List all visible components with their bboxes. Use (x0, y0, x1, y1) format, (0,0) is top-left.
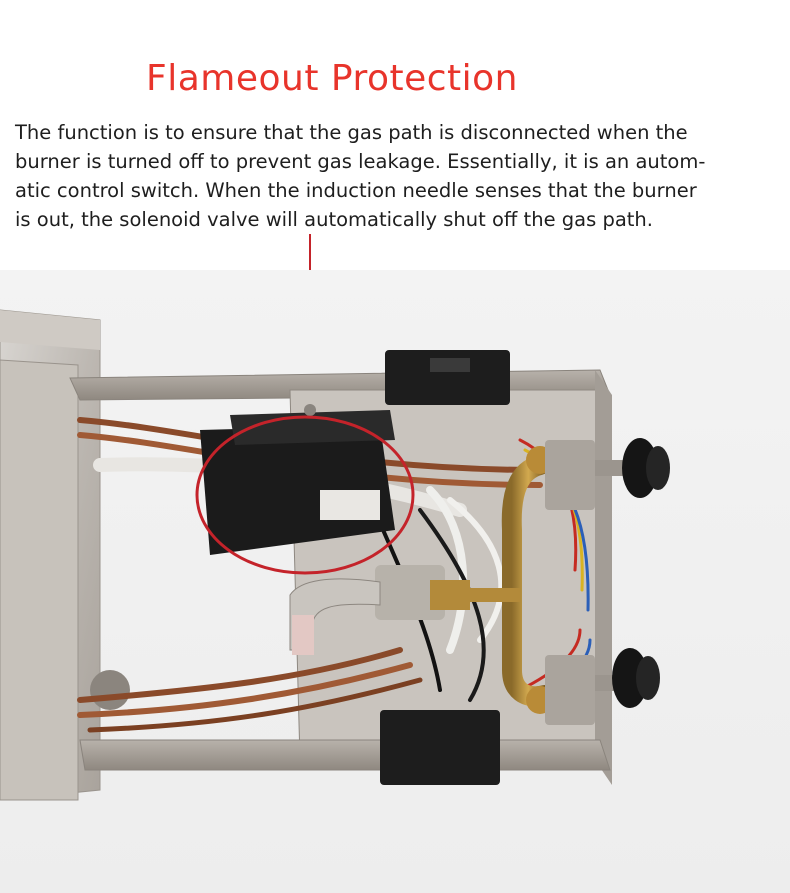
valve-pipe (460, 588, 520, 602)
knob-top-cap (646, 446, 670, 490)
manifold-upper (501, 455, 555, 707)
burner-valve-bottom (545, 655, 595, 725)
ignition-controller (200, 404, 395, 555)
burner-assembly-illustration (0, 270, 790, 893)
white-wire-3 (447, 497, 505, 643)
knob-bottom-base (612, 648, 648, 708)
highlight-circle (195, 415, 415, 575)
bottom-connector (380, 710, 500, 785)
black-wire-2 (418, 508, 486, 702)
controller-label (320, 490, 380, 520)
controller-body (200, 425, 395, 555)
top-connector-slot (430, 358, 470, 372)
description-text: The function is to ensure that the gas p… (15, 118, 785, 234)
white-wire-2 (426, 486, 468, 654)
controller-screw (304, 404, 316, 416)
description-line-3: atic control switch. When the induction … (15, 179, 697, 202)
copper-tube-3 (77, 647, 403, 703)
gas-valve (289, 565, 520, 655)
description-line-4: is out, the solenoid valve will automati… (15, 208, 653, 231)
burner-valve-top (545, 440, 595, 510)
top-connector (385, 350, 510, 405)
frame-right-side (595, 370, 612, 785)
description-line-2: burner is turned off to prevent gas leak… (15, 150, 706, 173)
knob-bottom-cap (636, 656, 660, 700)
page-title: Flameout Protection (145, 58, 518, 99)
left-housing-hole (90, 670, 130, 710)
frame-bottom-rail (79, 739, 611, 771)
left-housing-side (0, 310, 100, 350)
gas-inlet-sleeve (292, 615, 314, 655)
copper-tube-5 (87, 677, 423, 733)
knob-top-base (622, 438, 658, 498)
product-photo (0, 270, 790, 893)
control-knobs (612, 438, 670, 708)
copper-tube-4 (77, 662, 413, 718)
valve-body (375, 565, 445, 620)
description-line-1: The function is to ensure that the gas p… (15, 121, 688, 144)
left-housing-front (0, 359, 79, 801)
controller-top (230, 410, 395, 445)
